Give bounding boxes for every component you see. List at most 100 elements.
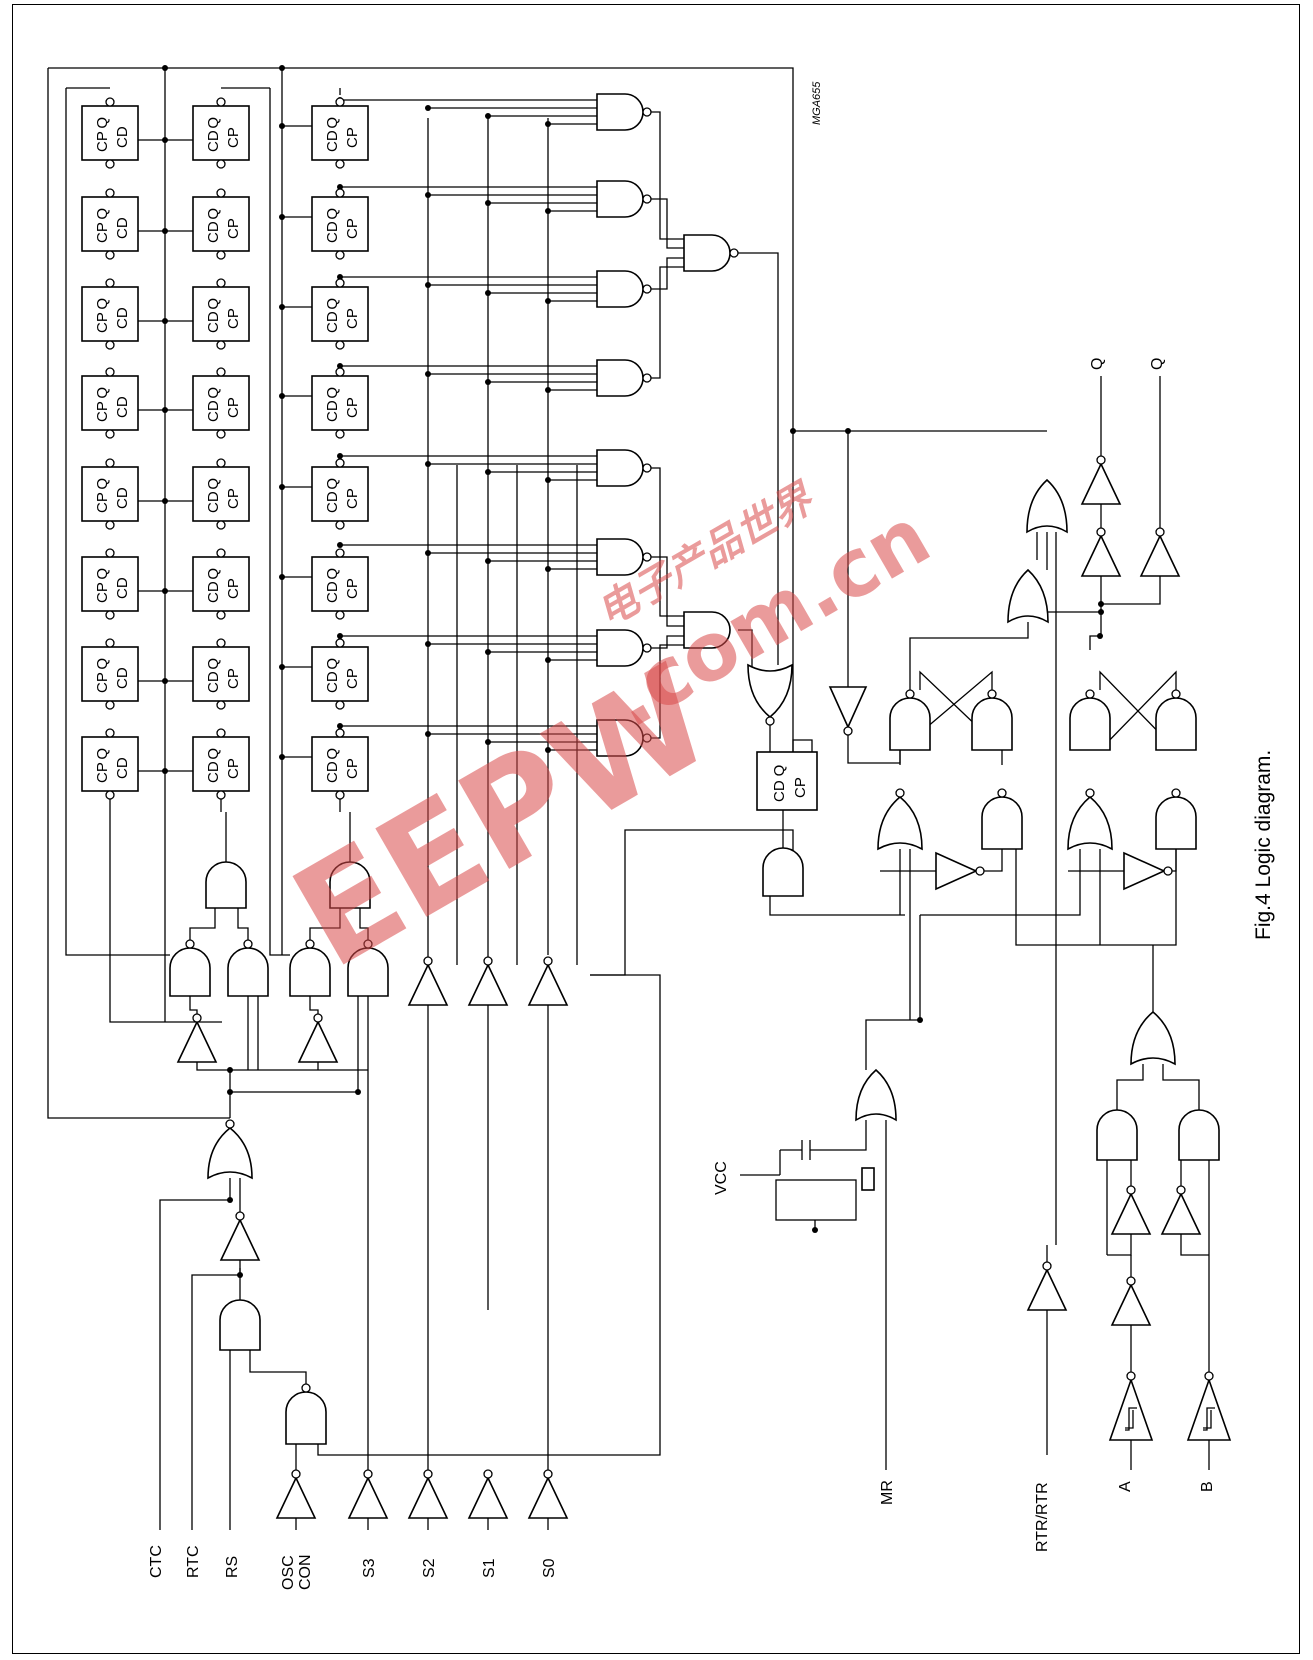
- ff-q-label: Q: [324, 568, 341, 580]
- ff-cd-label: CD: [324, 400, 341, 422]
- latch-inverter-2: [1123, 851, 1173, 891]
- ff-q-label: Q: [94, 387, 111, 399]
- ff-cd-label: CD: [324, 491, 341, 513]
- inverter-body: [176, 1020, 218, 1063]
- inverter-body: [1108, 1377, 1154, 1441]
- wire: [792, 739, 813, 760]
- wire: [1107, 1234, 1132, 1256]
- inversion-bubble: [1155, 527, 1165, 537]
- ff-q-label: Q: [205, 117, 222, 129]
- pin-label-s3: S3: [361, 1558, 378, 1578]
- inverter-body: [527, 963, 569, 1006]
- inversion-bubble: [1126, 1185, 1136, 1195]
- osc-con-inverter: [275, 1469, 317, 1519]
- inversion-bubble: [987, 689, 997, 699]
- ff-q-label: Q: [205, 208, 222, 220]
- wire: [1099, 670, 1177, 751]
- flipflop-body: [81, 196, 139, 252]
- inversion-bubble: [1176, 1185, 1186, 1195]
- wire: [647, 111, 684, 240]
- inversion-bubble: [225, 1119, 235, 1129]
- inversion-bubble: [105, 700, 115, 710]
- inversion-bubble: [216, 367, 226, 377]
- ff-cd-label: CD: [114, 396, 131, 418]
- inversion-bubble: [335, 367, 345, 377]
- ff-cp-label: CP: [94, 312, 111, 333]
- ff-q-label: Q: [205, 478, 222, 490]
- inversion-bubble: [291, 1469, 301, 1479]
- latch-or-1: [877, 788, 923, 851]
- ff-cd-label: CD: [114, 487, 131, 509]
- wire: [1180, 1234, 1209, 1256]
- q-inverter-2: [1080, 527, 1122, 577]
- vcc-device-block: [775, 1179, 857, 1221]
- inversion-bubble: [1096, 527, 1106, 537]
- gate-body: [877, 795, 923, 851]
- inversion-bubble: [642, 284, 652, 294]
- latch-nand-2: [971, 689, 1013, 751]
- inversion-bubble: [301, 1383, 311, 1393]
- inversion-bubble: [105, 250, 115, 260]
- inversion-bubble: [1042, 1261, 1052, 1271]
- wire: [65, 88, 170, 956]
- gate-body: [889, 697, 931, 751]
- inversion-bubble: [335, 278, 345, 288]
- ff-cp-label: CP: [225, 218, 242, 239]
- inversion-bubble: [216, 520, 226, 530]
- inversion-bubble: [642, 552, 652, 562]
- wire: [317, 974, 661, 1456]
- inversion-bubble: [335, 728, 345, 738]
- ff-cd-label: CD: [114, 757, 131, 779]
- latch-nand-3: [1069, 689, 1111, 751]
- ff-cd-label: CD: [205, 581, 222, 603]
- pin-label-rtc: RTC: [185, 1545, 202, 1578]
- flipflop-body: [311, 736, 369, 792]
- select-inverter-s1: [467, 1469, 509, 1519]
- gate-body: [596, 180, 644, 218]
- inversion-bubble: [335, 610, 345, 620]
- gate-body: [1155, 796, 1197, 850]
- flipflop-body: [192, 646, 250, 702]
- inversion-bubble: [335, 159, 345, 169]
- pin-label-s1: S1: [481, 1558, 498, 1578]
- svg-text:Q: Q: [1089, 358, 1106, 370]
- ff-cd-label: CD: [205, 671, 222, 693]
- ff-q-label: Q: [94, 478, 111, 490]
- inversion-bubble: [185, 939, 195, 949]
- a-schmitt-inverter: [1108, 1371, 1154, 1441]
- ff-cp-label: CP: [94, 582, 111, 603]
- inversion-bubble: [642, 463, 652, 473]
- ff-q-label: Q: [324, 478, 341, 490]
- inversion-bubble: [363, 1469, 373, 1479]
- wire: [909, 622, 1029, 690]
- inverter-body: [347, 1476, 389, 1519]
- junction-dot: [425, 105, 431, 111]
- inversion-bubble: [105, 340, 115, 350]
- inversion-bubble: [216, 790, 226, 800]
- inverter-body: [275, 1476, 317, 1519]
- inverter-body: [1123, 851, 1166, 891]
- wire: [647, 266, 684, 379]
- wire: [865, 915, 921, 1070]
- inversion-bubble: [335, 790, 345, 800]
- gate-body: [227, 947, 269, 997]
- wire: [309, 908, 341, 940]
- gate-body: [1069, 697, 1111, 751]
- junction-dot: [485, 113, 491, 119]
- ff-cd-label: CD: [324, 581, 341, 603]
- inversion-bubble: [642, 643, 652, 653]
- output-nor: [747, 663, 793, 726]
- output-and: [762, 847, 804, 897]
- ff-cp-label: CP: [344, 308, 361, 329]
- ff-q-label: Q: [324, 387, 341, 399]
- a-and: [1096, 1109, 1138, 1161]
- wire: [647, 198, 684, 249]
- pin-label-q: Q: [1089, 358, 1106, 370]
